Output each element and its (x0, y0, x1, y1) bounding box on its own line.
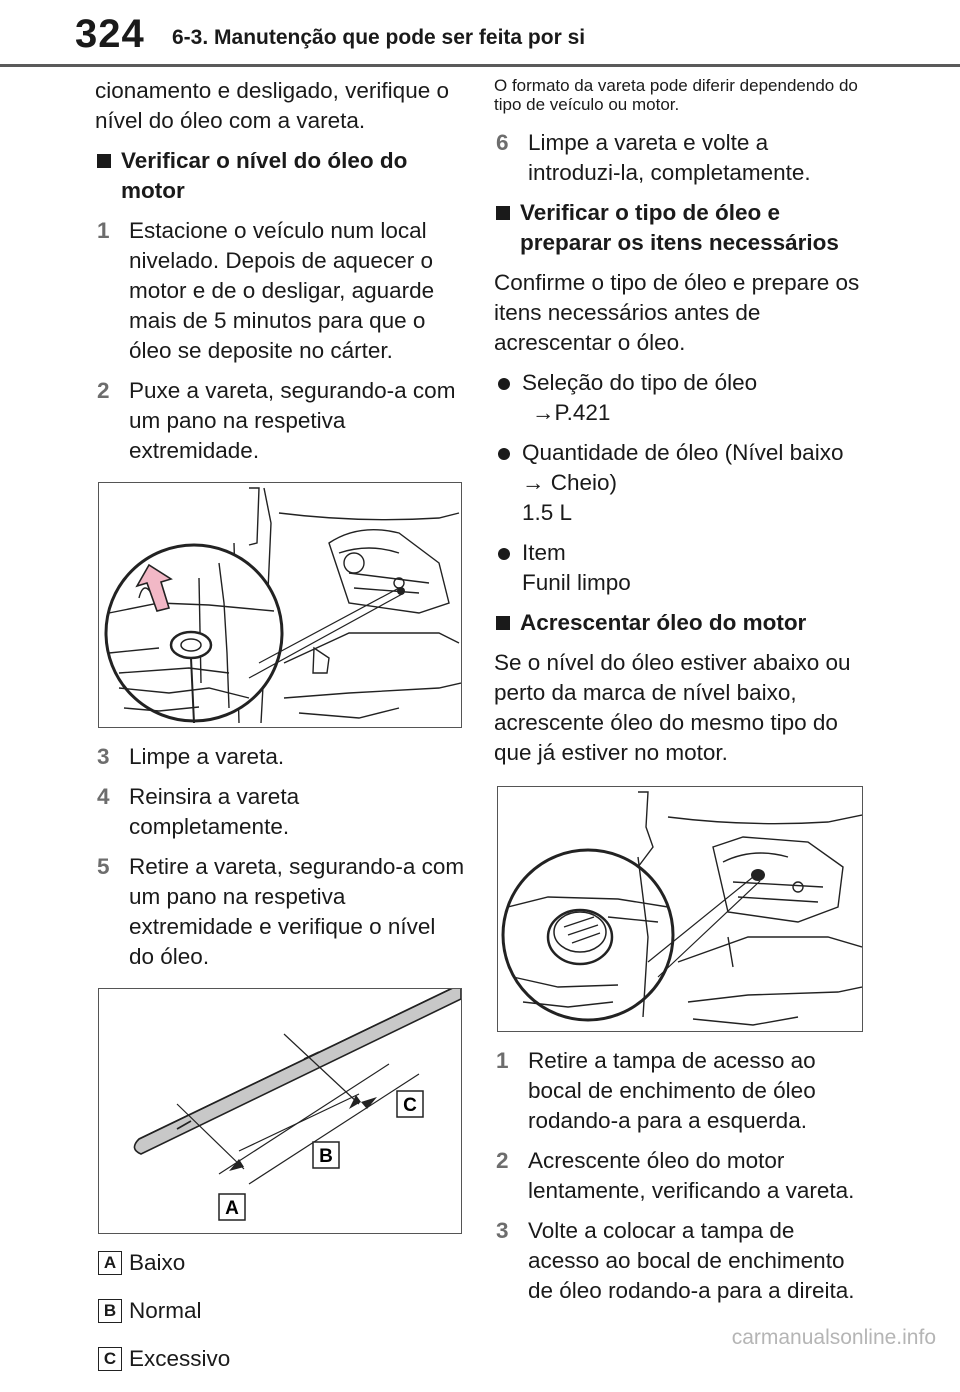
legend-text: Normal (129, 1298, 202, 1323)
bullet-label: Quantidade de óleo (Nível baixo → Cheio) (522, 440, 844, 495)
step-text: Volte a colocar a tampa de acesso ao boc… (528, 1218, 855, 1303)
step-text: Reinsira a vareta completamente. (129, 784, 300, 839)
step-item: 2 Acrescente óleo do motor lentamente, v… (494, 1146, 864, 1206)
label-c: C (403, 1095, 417, 1116)
page-number: 324 (75, 12, 145, 56)
step-text: Puxe a vareta, segurando-a com um pano n… (129, 378, 456, 463)
step-text: Limpe a vareta. (129, 744, 285, 769)
step-number: 3 (496, 1218, 509, 1243)
note-paragraph: O formato da vareta pode diferir depende… (494, 76, 858, 114)
legend-key: A (98, 1251, 122, 1275)
label-c-box: C (396, 1090, 424, 1118)
step-text: Acrescente óleo do motor lentamente, ver… (528, 1148, 855, 1203)
step-number: 6 (496, 130, 509, 155)
bullet-value: Funil limpo (522, 570, 631, 595)
step-item: 4 Reinsira a vareta completamente. (95, 782, 465, 842)
bullet-dot-icon (498, 448, 510, 460)
left-column: cionamento e desligado, verifique o níve… (95, 76, 465, 1392)
heading-add-oil: Acrescentar óleo do motor (494, 608, 864, 638)
page-header: 324 6-3. Manutenção que pode ser feita p… (0, 0, 960, 70)
bullet-value: 1.5 L (522, 500, 573, 525)
bullet-dot-icon (498, 378, 510, 390)
bullet-item: Item Funil limpo (494, 538, 864, 598)
square-bullet-icon (496, 616, 510, 630)
engine-dipstick-illustration (98, 482, 462, 728)
step-item: 6 Limpe a vareta e volte a introduzi-la,… (494, 128, 864, 188)
step-text: Retire a tampa de acesso ao bocal de enc… (528, 1048, 816, 1133)
add-oil-paragraph: Se o nível do óleo estiver abaixo ou per… (494, 650, 851, 765)
bullet-label: Item (522, 540, 566, 565)
label-a-box: A (218, 1193, 246, 1221)
right-column: O formato da vareta pode diferir depende… (494, 76, 864, 1316)
heading-check-oil-type: Verificar o tipo de óleo e preparar os i… (494, 198, 864, 258)
bullet-item: Seleção do tipo de óleo →P.421 (494, 368, 864, 428)
step-item: 5 Retire a vareta, segurando-a com um pa… (95, 852, 465, 972)
dipstick-level-illustration: C B A (98, 988, 462, 1234)
step-text: Limpe a vareta e volte a introduzi-la, c… (528, 130, 811, 185)
step-item: 1 Retire a tampa de acesso ao bocal de e… (494, 1046, 864, 1136)
legend-item-normal: B Normal (95, 1296, 465, 1326)
heading-text: Verificar o tipo de óleo e preparar os i… (520, 200, 839, 255)
square-bullet-icon (496, 206, 510, 220)
heading-text: Acrescentar óleo do motor (520, 610, 807, 635)
step-number: 1 (496, 1048, 509, 1073)
legend-item-excessive: C Excessivo (95, 1344, 465, 1374)
watermark: carmanualsonline.info (731, 1326, 936, 1349)
step-item: 3 Volte a colocar a tampa de acesso ao b… (494, 1216, 864, 1306)
bullet-dot-icon (498, 548, 510, 560)
bullet-label: Seleção do tipo de óleo (522, 370, 758, 395)
step-number: 5 (97, 854, 110, 879)
legend-key: C (98, 1347, 122, 1371)
prepare-paragraph: Confirme o tipo de óleo e prepare os ite… (494, 270, 860, 355)
step-item: 1 Estacione o veículo num local nivelado… (95, 216, 465, 366)
section-title: 6-3. Manutenção que pode ser feita por s… (172, 26, 586, 49)
intro-paragraph: cionamento e desligado, verifique o níve… (95, 78, 449, 133)
oil-filler-cap-illustration (497, 786, 863, 1032)
step-number: 1 (97, 218, 110, 243)
legend-text: Excessivo (129, 1346, 231, 1371)
heading-text: Verificar o nível do óleo do motor (121, 148, 408, 203)
step-item: 3 Limpe a vareta. (95, 742, 465, 772)
square-bullet-icon (97, 154, 111, 168)
step-number: 3 (97, 744, 110, 769)
label-b-box: B (312, 1141, 340, 1169)
step-number: 2 (496, 1148, 509, 1173)
bullet-item: Quantidade de óleo (Nível baixo → Cheio)… (494, 438, 864, 528)
step-text: Estacione o veículo num local nivelado. … (129, 218, 435, 363)
legend-key: B (98, 1299, 122, 1323)
heading-check-oil-level: Verificar o nível do óleo do motor (95, 146, 465, 206)
page-reference-link[interactable]: →P.421 (532, 400, 611, 425)
step-item: 2 Puxe a vareta, segurando-a com um pano… (95, 376, 465, 466)
label-b: B (319, 1146, 333, 1167)
header-rule (0, 64, 960, 67)
legend-text: Baixo (129, 1250, 186, 1275)
step-number: 2 (97, 378, 110, 403)
step-text: Retire a vareta, segurando-a com um pano… (129, 854, 465, 969)
step-number: 4 (97, 784, 110, 809)
legend-item-low: A Baixo (95, 1248, 465, 1278)
label-a: A (225, 1198, 239, 1219)
